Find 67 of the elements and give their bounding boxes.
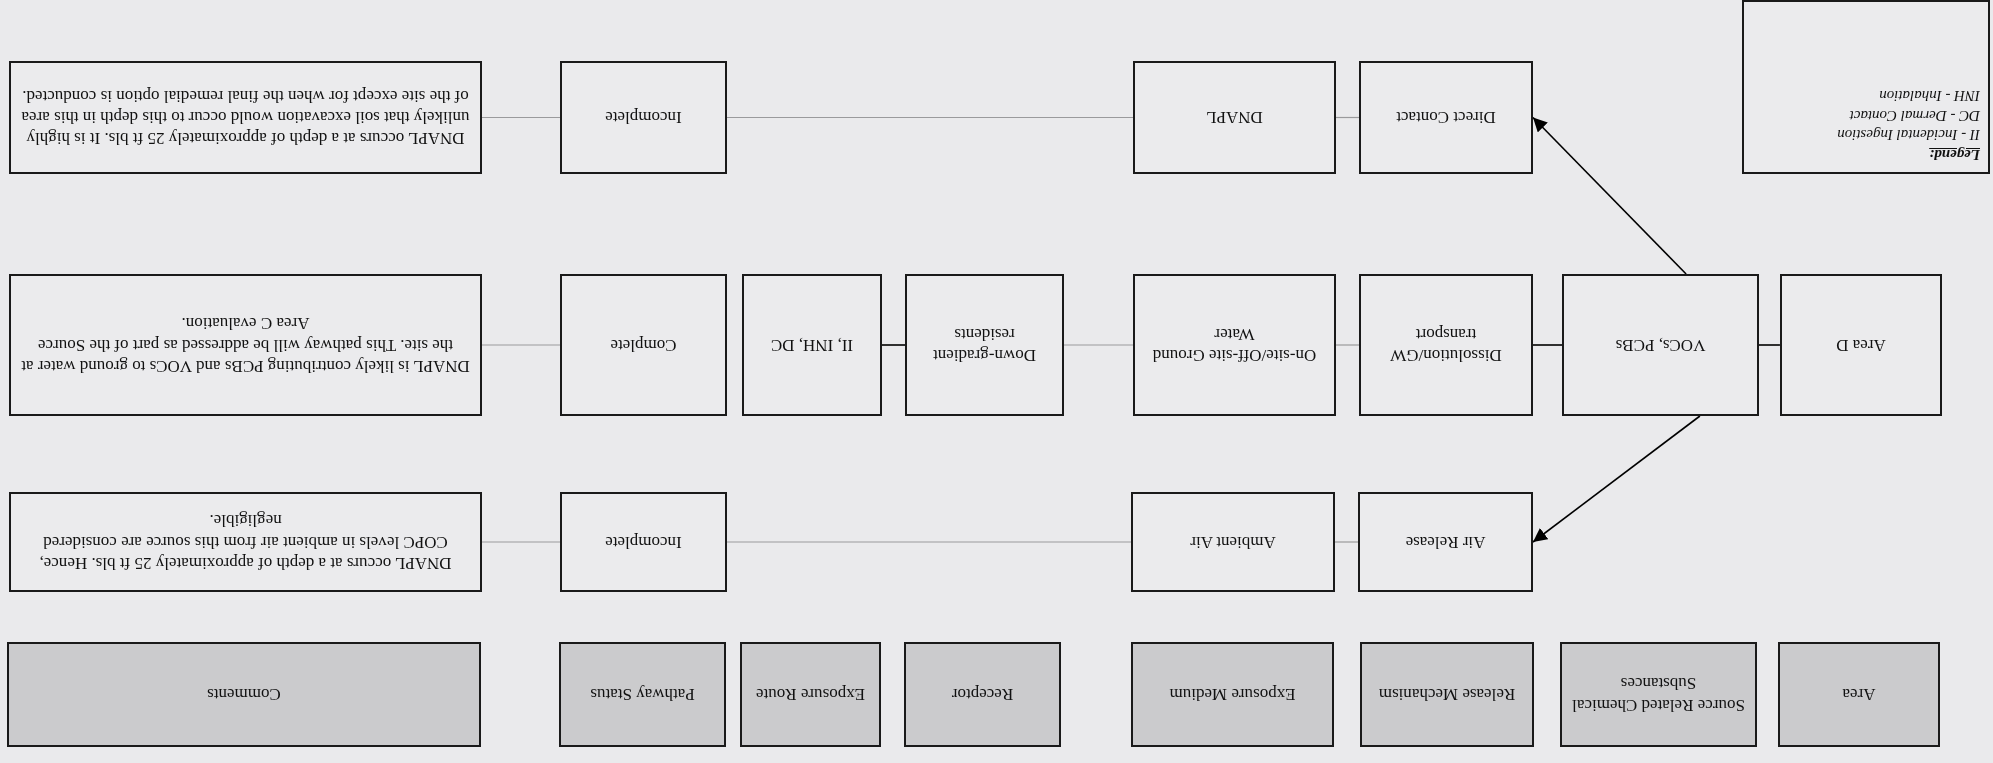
process-box [742,274,882,416]
header-box [1360,642,1534,747]
process-box [1780,274,1942,416]
connector-line [481,116,561,119]
process-box [1562,274,1759,416]
legend-text: II - Incidental Ingestion [1837,126,1980,145]
connector-line [481,344,561,346]
process-box [1359,61,1533,174]
comment-text: DNAPL occurs at a depth of approximately 25 ft bls. It is highly unlikely that soil excavation would occur to this depth in this area of the site except for when the final remedial option is conducted. [21,85,470,150]
process-box [560,492,727,592]
header-box [740,642,881,747]
connector-line [881,344,906,346]
process-box [560,61,727,174]
legend-box [1742,0,1990,174]
node-text: Exposure Route [755,684,866,706]
node-text: Exposure Medium [1169,684,1296,706]
node-text: Direct Contact [1396,107,1496,129]
connector-line [1335,344,1360,346]
comment-text: DNAPL is likely contributing PCBs and VOCs to ground water at the site. This pathway will be addressed as part of the Source Area C evaluation. [21,313,470,377]
comment-box [9,492,482,592]
node-text: Down-gradient residents [932,324,1037,367]
connector-line [726,541,1132,543]
legend-text: DC - Dermal Contact [1849,107,1980,125]
node-text: On-site/Off-site Ground Water [1151,324,1318,367]
node-text: DNAPL [1206,107,1263,129]
process-box [1133,274,1336,416]
arrow [1532,116,1687,275]
legend-text: INH - Inhalation [1879,87,1980,106]
connector-line [1335,116,1360,119]
header-box [559,642,726,747]
comment-box [9,61,482,174]
process-box [560,274,727,416]
connector-line [1063,344,1134,346]
node-text: Area D [1836,334,1886,356]
process-box [1359,274,1533,416]
node-text: VOCs, PCBs [1615,334,1706,356]
connector-line [481,541,561,543]
comment-box [9,274,482,416]
process-box [1358,492,1533,592]
legend-text: Legend: [1929,146,1980,164]
node-text: Dissolution/GW transport [1389,324,1503,367]
header-box [7,642,481,747]
header-box [904,642,1061,747]
header-box [1131,642,1334,747]
comment-text: DNAPL occurs at a depth of approximately 25 ft bls. Hence, COPC levels in ambient air from this source are considered negligible. [38,510,453,574]
connector-line [726,116,1134,119]
node-text: Comments [207,684,281,706]
connector-line [1532,344,1563,346]
node-text: Source Related Chemical Substances [1572,673,1745,716]
node-text: Release Mechanism [1378,684,1516,706]
header-box [1778,642,1940,747]
node-text: Area [1842,684,1876,706]
process-box [1133,61,1336,174]
node-text: Pathway Status [590,684,695,706]
connector-line [1758,344,1781,346]
node-text: Incomplete [605,531,682,553]
node-text: Incomplete [605,107,682,129]
node-text: II, INH, DC [770,334,854,356]
node-text: Receptor [951,684,1014,706]
node-text: Complete [610,334,677,356]
node-text: Ambient Air [1190,531,1276,553]
arrow [1532,415,1701,543]
header-box [1560,642,1757,747]
connector-line [1334,541,1359,543]
node-text: Air Release [1405,531,1486,553]
process-box [1131,492,1335,592]
process-box [905,274,1064,416]
